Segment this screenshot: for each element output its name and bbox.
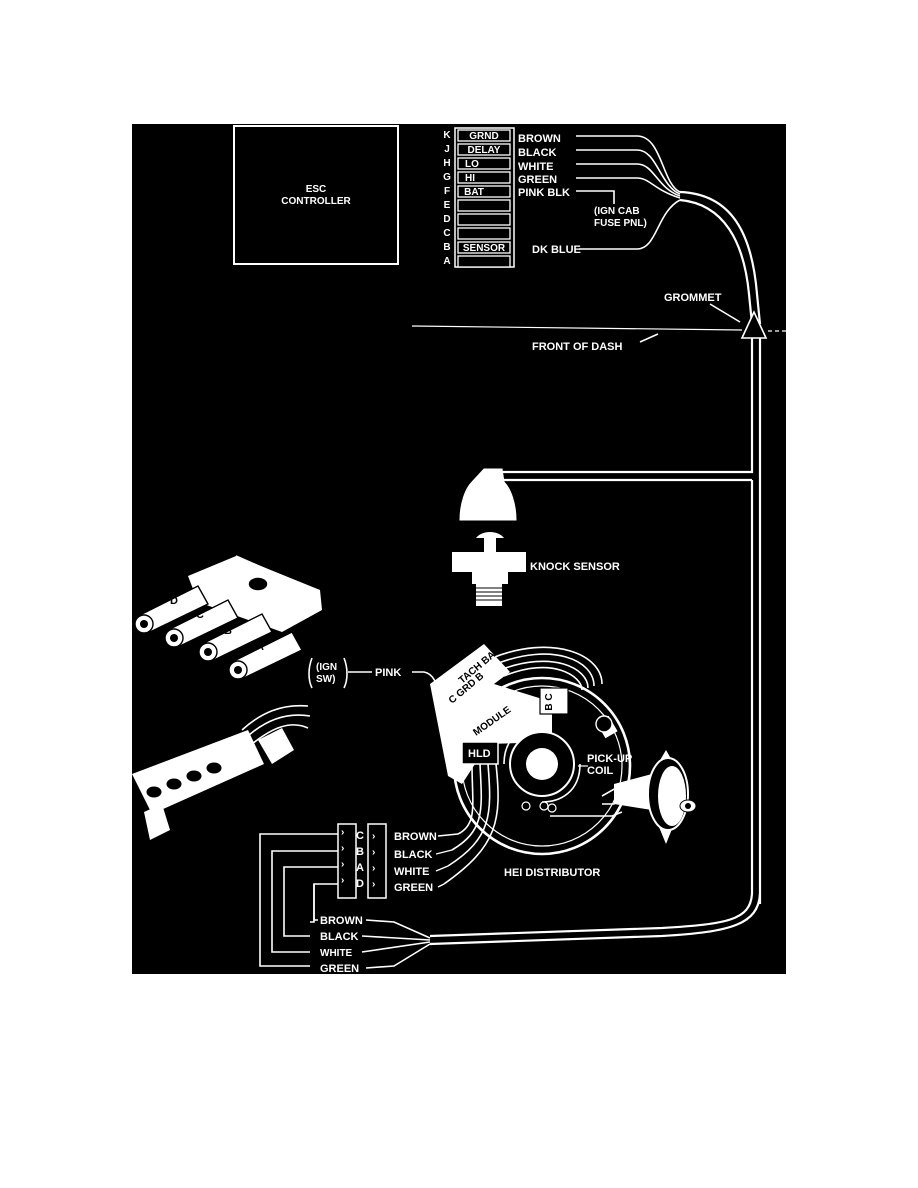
- conn-left-chevron-1: ›: [341, 827, 344, 838]
- wire-label-brown: BROWN: [518, 133, 561, 145]
- wire-label-black: BLACK: [518, 147, 557, 159]
- bottom-wire-black: BLACK: [320, 931, 359, 943]
- conn-left-chevron-3: ›: [341, 859, 344, 870]
- harness-wire-labels: BROWN BLACK WHITE GREEN PINK BLK (IGN CA…: [518, 133, 647, 256]
- pin-letter-e: E: [444, 200, 451, 211]
- pink-wire-label: PINK: [375, 667, 401, 679]
- pin-letter-b: B: [443, 242, 450, 253]
- conn-right-chevron-2: ›: [372, 847, 375, 858]
- knock-sensor: KNOCK SENSOR: [452, 468, 620, 606]
- module-hld: HLD: [468, 748, 491, 760]
- ign-cab-label-2: FUSE PNL): [594, 218, 647, 229]
- bottom-wire-white: WHITE: [320, 948, 353, 959]
- pickup-label-1: PICK-UP: [587, 753, 632, 765]
- conn-letter-a: A: [356, 862, 364, 874]
- pin-letter-c: C: [443, 228, 450, 239]
- bottom-wire-brown: BROWN: [320, 915, 363, 927]
- ign-sw-label-2: SW): [316, 674, 335, 685]
- socket-connector: [132, 704, 311, 840]
- pin-letter-d: D: [443, 214, 450, 225]
- controller-label-2: CONTROLLER: [281, 196, 351, 207]
- knock-sensor-label: KNOCK SENSOR: [530, 561, 620, 573]
- pin-letter-k: K: [443, 130, 451, 141]
- plug-letter-d: D: [170, 595, 178, 607]
- dist-wire-black: BLACK: [394, 849, 433, 861]
- ign-sw-label-1: (IGN: [316, 662, 337, 673]
- main-harness: [429, 338, 762, 946]
- slot-bat: BAT: [464, 187, 484, 198]
- ign-sw-pink: (IGN SW) PINK: [308, 657, 443, 703]
- controller-label-1: ESC: [306, 184, 327, 195]
- hei-distributor-label: HEI DISTRIBUTOR: [504, 867, 600, 879]
- slot-lo: LO: [465, 159, 479, 170]
- dist-wire-green: GREEN: [394, 882, 433, 894]
- pin-letter-g: G: [443, 172, 451, 183]
- distributor-connector: › › › › C B A D › › › › BROWN BLACK WHIT…: [337, 823, 600, 899]
- bottom-harness: BROWN BLACK WHITE GREEN: [259, 833, 431, 974]
- pin-letter-j: J: [444, 144, 450, 155]
- wire-label-green: GREEN: [518, 174, 557, 186]
- slot-grnd: GRND: [469, 131, 498, 142]
- esc-controller: ESC CONTROLLER: [233, 125, 399, 265]
- conn-left-chevron-2: ›: [341, 843, 344, 854]
- pin-letter-a: A: [443, 256, 450, 267]
- wiring-diagram-svg: ESC CONTROLLER K J H G F E D C B A GRND …: [132, 125, 786, 974]
- wire-label-white: WHITE: [518, 161, 553, 173]
- wiring-diagram-panel: ESC CONTROLLER K J H G F E D C B A GRND …: [132, 124, 786, 974]
- slot-hi: HI: [465, 173, 475, 184]
- wire-label-dk-blue: DK BLUE: [532, 244, 581, 256]
- conn-letter-d: D: [356, 878, 364, 890]
- grommet: GROMMET FRONT OF DASH: [411, 292, 786, 353]
- harness-wires: [576, 135, 762, 325]
- front-of-dash-label: FRONT OF DASH: [532, 341, 622, 353]
- wire-label-pink-blk: PINK BLK: [518, 187, 570, 199]
- dist-wire-white: WHITE: [394, 866, 429, 878]
- conn-letter-c: C: [356, 830, 364, 842]
- conn-left-chevron-4: ›: [341, 875, 344, 886]
- slot-sensor: SENSOR: [463, 243, 506, 254]
- slot-delay: DELAY: [468, 145, 501, 156]
- module-bc: B C: [544, 693, 555, 710]
- conn-right-chevron-4: ›: [372, 879, 375, 890]
- ign-cab-label-1: (IGN CAB: [594, 206, 640, 217]
- plug-letter-a: A: [256, 641, 264, 653]
- conn-right-chevron-3: ›: [372, 863, 375, 874]
- four-pin-plug: D C B A: [134, 555, 322, 680]
- conn-letter-b: B: [356, 846, 364, 858]
- conn-right-chevron-1: ›: [372, 831, 375, 842]
- controller-connector: K J H G F E D C B A GRND DELAY LO HI BAT…: [443, 127, 515, 268]
- plug-letter-b: B: [224, 625, 232, 637]
- pin-letter-h: H: [443, 158, 450, 169]
- plug-letter-c: C: [196, 609, 204, 621]
- hei-distributor: TACH BAT C GRD B MODULE B C HLD PICK-UP …: [430, 644, 697, 885]
- pin-letter-f: F: [444, 186, 450, 197]
- dist-wire-brown: BROWN: [394, 831, 437, 843]
- bottom-wire-green: GREEN: [320, 963, 359, 974]
- pickup-label-2: COIL: [587, 765, 614, 777]
- grommet-label: GROMMET: [664, 292, 722, 304]
